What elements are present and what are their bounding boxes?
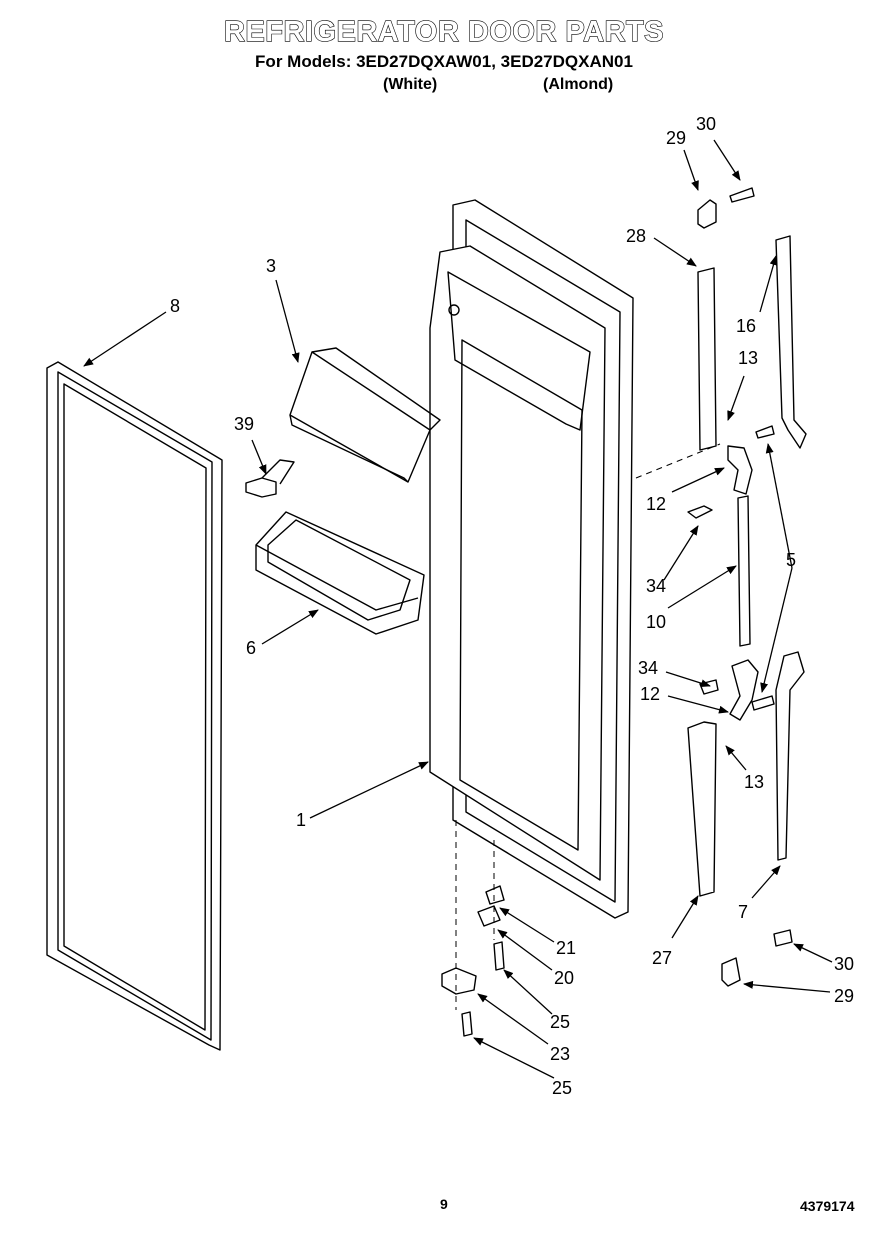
door-shelf-top xyxy=(289,347,441,483)
color-white-label: (White) xyxy=(383,76,438,93)
callout-10: 10 xyxy=(646,612,666,632)
document-number: 4379174 xyxy=(800,1198,855,1214)
callout-27: 27 xyxy=(652,948,672,968)
hinge-cover-top xyxy=(697,187,755,229)
callout-5: 5 xyxy=(786,550,796,570)
callout-30-top: 30 xyxy=(696,114,716,134)
callout-34-bottom: 34 xyxy=(638,658,658,678)
callout-12-top: 12 xyxy=(646,494,666,514)
door-bin xyxy=(255,511,425,635)
door-gasket xyxy=(46,361,223,1051)
callout-28: 28 xyxy=(626,226,646,246)
clip-part xyxy=(245,459,295,498)
callout-30-bottom: 30 xyxy=(834,954,854,974)
callout-7: 7 xyxy=(738,902,748,922)
models-line: For Models: 3ED27DQXAW01, 3ED27DQXAN01 xyxy=(255,52,633,71)
callout-29-bottom: 29 xyxy=(834,986,854,1006)
trim-strip-bottom xyxy=(687,721,717,897)
callout-3: 3 xyxy=(266,256,276,276)
screw-34-top xyxy=(687,505,713,519)
trim-strip-top xyxy=(697,267,717,451)
callout-13-top: 13 xyxy=(738,348,758,368)
callout-6: 6 xyxy=(246,638,256,658)
color-almond-label: (Almond) xyxy=(543,76,614,93)
handle-bracket-top xyxy=(727,425,775,495)
callout-34-top: 34 xyxy=(646,576,666,596)
page-title: REFRIGERATOR DOOR PARTS xyxy=(223,15,665,48)
callout-numbers: 8 3 39 6 1 29 30 28 16 13 12 5 34 10 34 … xyxy=(170,114,854,1098)
callout-13-bottom: 13 xyxy=(744,772,764,792)
callout-25-top: 25 xyxy=(550,1012,570,1032)
callout-21: 21 xyxy=(556,938,576,958)
door-panel xyxy=(429,199,634,919)
callout-12-bottom: 12 xyxy=(640,684,660,704)
callout-20: 20 xyxy=(554,968,574,988)
callout-39: 39 xyxy=(234,414,254,434)
assembly-guide-lines xyxy=(455,443,721,1010)
callout-1: 1 xyxy=(296,810,306,830)
callout-16: 16 xyxy=(736,316,756,336)
callout-8: 8 xyxy=(170,296,180,316)
handle-top xyxy=(775,235,807,449)
trim-strip-mid xyxy=(737,495,751,647)
bottom-hinge-parts xyxy=(441,885,505,1037)
leader-lines xyxy=(83,139,833,1079)
callout-23: 23 xyxy=(550,1044,570,1064)
callout-29-top: 29 xyxy=(666,128,686,148)
hinge-cover-bottom xyxy=(721,929,793,987)
page-number: 9 xyxy=(440,1196,448,1212)
handle-bottom xyxy=(775,651,805,861)
callout-25-bottom: 25 xyxy=(552,1078,572,1098)
